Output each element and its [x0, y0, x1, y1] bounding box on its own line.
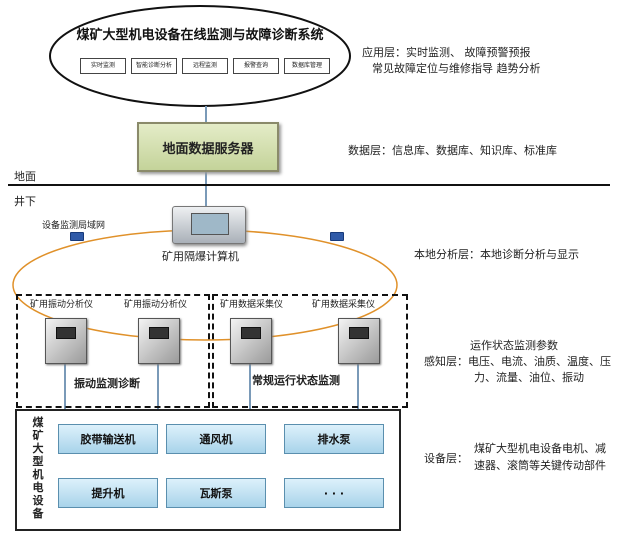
data-layer-label: 数据层：信息库、数据库、知识库、标准库 [348, 142, 557, 158]
function-box[interactable]: 报警查询 [233, 58, 279, 74]
routine-group-label: 常规运行状态监测 [252, 374, 340, 387]
equipment-item: · · · [284, 478, 384, 508]
lan-label: 设备监测局域网 [42, 221, 106, 231]
layer-name: 应用层： [362, 46, 406, 59]
ground-label: 地面 [14, 170, 36, 183]
function-box[interactable]: 实时监测 [80, 58, 126, 74]
sensing-layer-line1: 运作状态监测参数 [470, 339, 558, 352]
layer-content: 信息库、数据库、知识库、标准库 [392, 144, 557, 157]
computer-label: 矿用隔爆计算机 [162, 250, 239, 263]
instrument-label: 矿用振动分析仪 [124, 300, 188, 310]
equipment-side-label: 煤矿大型机电设备 [32, 416, 44, 520]
routine-group-box [212, 294, 408, 408]
function-box[interactable]: 远程监测 [182, 58, 228, 74]
layer-name: 本地分析层： [414, 248, 480, 261]
function-box[interactable]: 数据库管理 [284, 58, 330, 74]
application-layer-line2: 常见故障定位与维修指导 趋势分析 [372, 62, 541, 75]
layer-line: 电压、电流、油质、温度、压 [468, 355, 611, 368]
equipment-layer-line2: 速器、滚筒等关键传动部件 [474, 459, 606, 472]
equipment-item: 排水泵 [284, 424, 384, 454]
sensing-layer-line3: 力、流量、油位、振动 [474, 371, 584, 384]
equipment-layer-name: 设备层： [424, 452, 468, 465]
equipment-item: 胶带输送机 [58, 424, 158, 454]
data-server-box: 地面数据服务器 [137, 122, 279, 172]
local-analysis-layer-label: 本地分析层：本地诊断分析与显示 [414, 246, 579, 262]
layer-content: 本地诊断分析与显示 [480, 248, 579, 261]
layer-line: 实时监测、 故障预警预报 [406, 46, 531, 59]
application-layer-label: 应用层：实时监测、 故障预警预报 [362, 44, 531, 60]
application-ellipse [49, 5, 351, 107]
explosion-proof-computer-icon [172, 206, 246, 244]
instrument-label: 矿用数据采集仪 [220, 300, 284, 310]
system-title: 煤矿大型机电设备在线监测与故障诊断系统 [76, 28, 324, 43]
sensing-layer-label: 感知层：电压、电流、油质、温度、压 [424, 353, 611, 369]
equipment-item: 提升机 [58, 478, 158, 508]
vibration-group-label: 振动监测诊断 [74, 377, 140, 390]
instrument-label: 矿用振动分析仪 [30, 300, 94, 310]
function-box[interactable]: 智能诊断分析 [131, 58, 177, 74]
instrument-label: 矿用数据采集仪 [312, 300, 376, 310]
equipment-panel [15, 409, 401, 531]
network-node-icon [330, 232, 344, 241]
equipment-item: 通风机 [166, 424, 266, 454]
function-row: 实时监测 智能诊断分析 远程监测 报警查询 数据库管理 [80, 58, 330, 74]
equipment-layer-line1: 煤矿大型机电设备电机、减 [474, 442, 606, 455]
equipment-item: 瓦斯泵 [166, 478, 266, 508]
data-collector-icon [230, 318, 272, 364]
vibration-analyzer-icon [138, 318, 180, 364]
layer-name: 感知层： [424, 355, 468, 368]
layer-name: 数据层： [348, 144, 392, 157]
underground-label: 井下 [14, 195, 36, 208]
network-node-icon [70, 232, 84, 241]
vibration-analyzer-icon [45, 318, 87, 364]
data-collector-icon [338, 318, 380, 364]
vibration-group-box [16, 294, 210, 408]
